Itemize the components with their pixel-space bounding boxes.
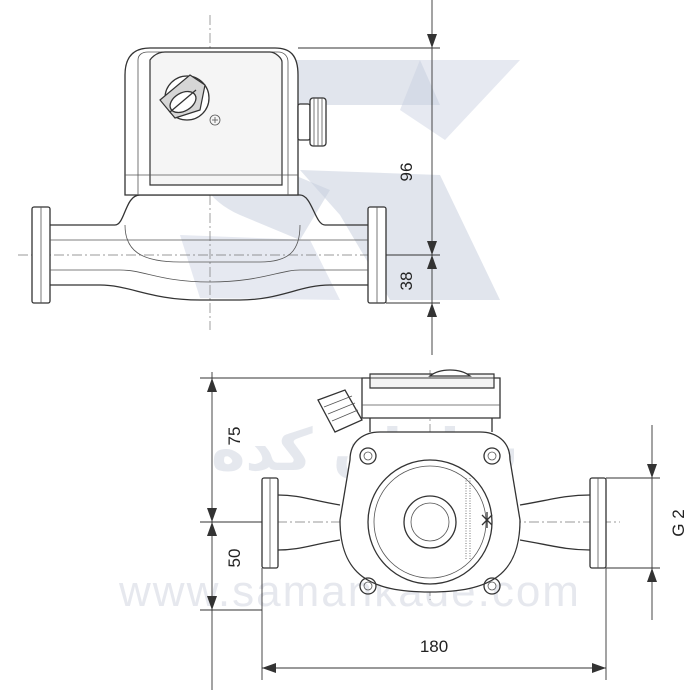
ground-screw-icon (209, 114, 221, 126)
side-view: 96 38 (18, 0, 440, 355)
front-view-dimensions: 75 50 180 G 2 (200, 372, 688, 690)
front-cable-gland (317, 389, 363, 433)
dimension-height-upper: 96 (397, 163, 416, 182)
watermark-url: www.samankade.com (118, 567, 581, 616)
dimension-width: 180 (420, 637, 448, 656)
dimension-height-lower: 38 (397, 272, 416, 291)
front-terminal-box (361, 369, 501, 432)
pump-body-bottom-edge (50, 284, 368, 301)
pump-housing (339, 431, 521, 593)
front-view: 75 50 180 G 2 (200, 369, 688, 690)
cable-gland (297, 97, 327, 147)
dimension-thread: G 2 (669, 509, 688, 536)
housing-ring (367, 459, 493, 585)
motor-housing (124, 47, 299, 196)
housing-bolts (359, 447, 501, 595)
dimension-front-height-lower: 50 (225, 549, 244, 568)
side-view-dimensions: 96 38 (298, 0, 440, 355)
terminal-box (149, 51, 283, 186)
dimension-front-height-upper: 75 (225, 427, 244, 446)
brand-logo-icon (481, 512, 493, 528)
rotor-cap (403, 495, 457, 549)
speed-selector-knob (159, 74, 210, 121)
nameplate-markings (465, 478, 493, 560)
